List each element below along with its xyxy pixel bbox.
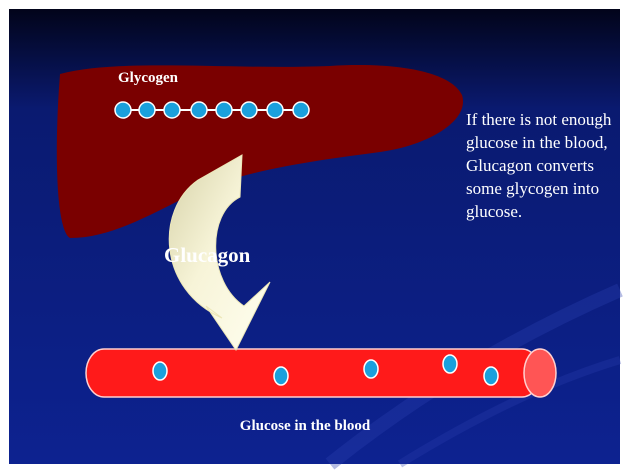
blood-glucose-label: Glucose in the blood bbox=[190, 418, 420, 435]
glucose-molecule bbox=[364, 360, 378, 378]
glucose-molecule bbox=[153, 362, 167, 380]
glycogen-bead bbox=[191, 102, 207, 118]
glycogen-bead bbox=[241, 102, 257, 118]
glycogen-bead bbox=[216, 102, 232, 118]
glucose-molecule bbox=[443, 355, 457, 373]
glycogen-bead bbox=[164, 102, 180, 118]
glycogen-bead bbox=[115, 102, 131, 118]
vessel-opening bbox=[524, 349, 556, 397]
explanation-text: If there is not enough glucose in the bl… bbox=[466, 108, 616, 223]
glucose-molecule bbox=[274, 367, 288, 385]
glucagon-label: Glucagon bbox=[164, 243, 294, 268]
glycogen-label: Glycogen bbox=[118, 70, 238, 87]
glycogen-bead bbox=[139, 102, 155, 118]
glycogen-bead bbox=[267, 102, 283, 118]
glycogen-bead bbox=[293, 102, 309, 118]
glucose-molecule bbox=[484, 367, 498, 385]
